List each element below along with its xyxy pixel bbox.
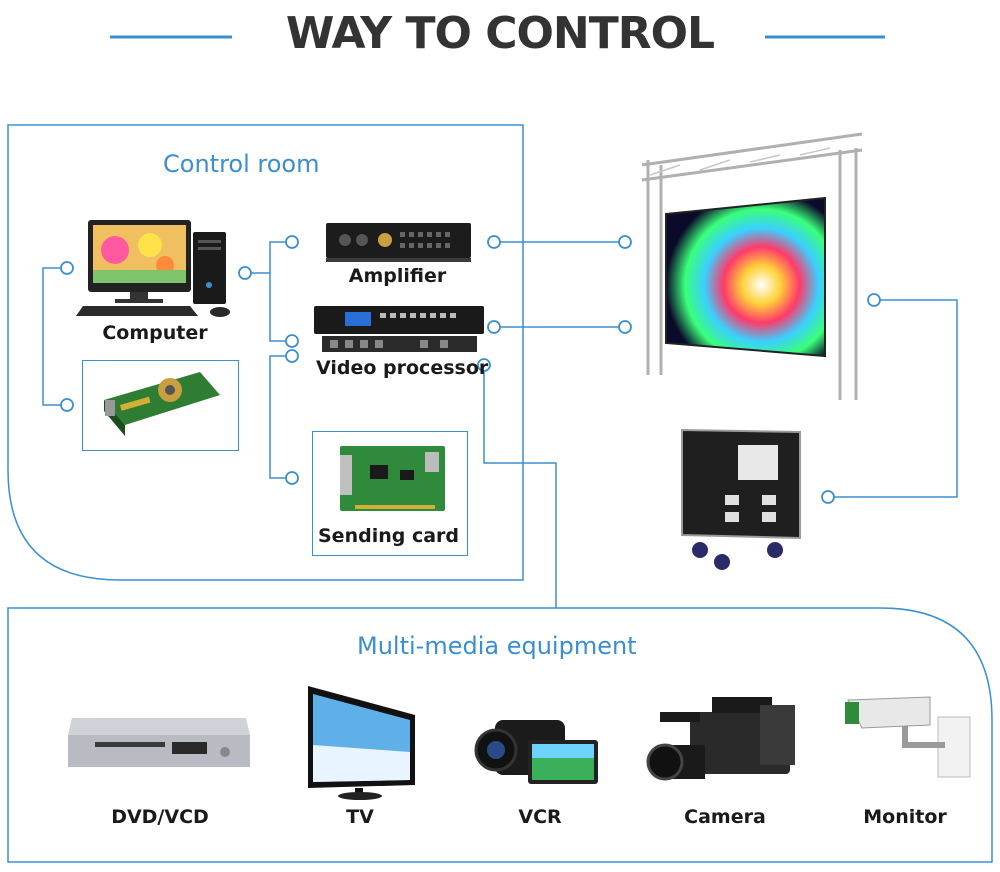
node-dot [618, 235, 632, 249]
node-dot [285, 334, 299, 348]
video-camera-icon [646, 697, 795, 781]
processor-media-link [483, 365, 557, 608]
amplifier-label: Amplifier [348, 265, 447, 287]
amplifier-icon [326, 223, 471, 262]
bus-upper [269, 241, 292, 342]
sending-card-box [312, 431, 468, 556]
multimedia-heading: Multi-media equipment [357, 632, 637, 660]
computer-card-link [42, 267, 67, 406]
bus-lower [269, 355, 292, 479]
sending-card-label: Sending card [318, 525, 460, 547]
tv-icon [308, 686, 415, 800]
node-dot [477, 358, 491, 372]
node-dot [285, 235, 299, 249]
screen-cabinet-link [830, 299, 958, 498]
vcr-label: VCR [518, 806, 562, 828]
dvd-player-icon [68, 718, 250, 767]
node-dot [238, 266, 252, 280]
security-camera-icon [845, 696, 971, 778]
node-dot [487, 235, 501, 249]
node-dot [285, 349, 299, 363]
node-dot [285, 471, 299, 485]
graphics-card-icon [104, 372, 220, 436]
control-room-heading: Control room [163, 150, 320, 178]
node-dot [487, 320, 501, 334]
node-dot [60, 261, 74, 275]
power-cabinet-icon [681, 428, 801, 570]
node-dot [60, 398, 74, 412]
page-title: WAY TO CONTROL [285, 8, 715, 59]
dvd-vcd-label: DVD/VCD [111, 806, 209, 828]
multimedia-frame [7, 607, 993, 863]
sending-card-icon [340, 446, 445, 511]
led-screen-truss-icon [641, 132, 863, 400]
node-dot [618, 320, 632, 334]
graphics-card-box [82, 360, 239, 451]
computer-icon [76, 220, 230, 317]
video-processor-icon [314, 306, 484, 352]
node-dot [867, 293, 881, 307]
camera-label: Camera [684, 806, 766, 828]
monitor-label: Monitor [863, 806, 947, 828]
control-room-frame [7, 124, 524, 581]
tv-label: TV [346, 806, 374, 828]
camcorder-icon [474, 720, 598, 784]
computer-label: Computer [102, 322, 208, 344]
node-dot [821, 490, 835, 504]
video-processor-label: Video processor [316, 357, 489, 379]
